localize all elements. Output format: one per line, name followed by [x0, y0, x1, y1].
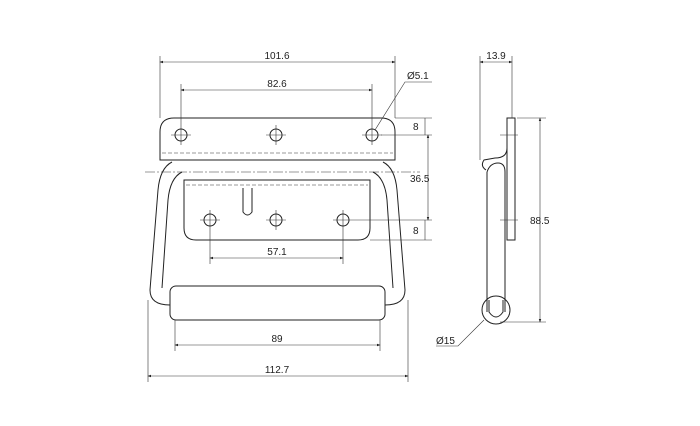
bottom-plate — [183, 179, 371, 241]
handle-outer — [149, 161, 173, 306]
dim-hole-diameter: Ø5.1 — [407, 71, 429, 82]
front-view: 101.6 82.6 Ø5.1 8 36.5 8 57.1 89 112.7 — [145, 51, 432, 382]
dim-82-6: 82.6 — [267, 79, 287, 90]
slot — [242, 188, 253, 216]
handle-inner — [161, 171, 183, 289]
grip — [169, 285, 386, 321]
top-plate — [159, 117, 396, 161]
dim-8-top: 8 — [413, 122, 419, 133]
dim-grip-diameter: Ø15 — [436, 336, 455, 347]
side-view: 13.9 88.5 Ø15 — [436, 51, 550, 347]
dim-36-5: 36.5 — [410, 174, 430, 185]
mounting-holes — [171, 125, 382, 230]
dim-89: 89 — [271, 334, 283, 345]
dim-88-5: 88.5 — [530, 216, 550, 227]
dim-112-7: 112.7 — [265, 365, 290, 376]
dim-8-bottom: 8 — [413, 226, 419, 237]
dim-13-9: 13.9 — [486, 51, 506, 62]
side-handle — [486, 162, 506, 312]
side-plate — [506, 117, 516, 241]
side-grip — [481, 295, 511, 325]
dim-101-6: 101.6 — [264, 51, 289, 62]
dim-57-1: 57.1 — [267, 247, 287, 258]
